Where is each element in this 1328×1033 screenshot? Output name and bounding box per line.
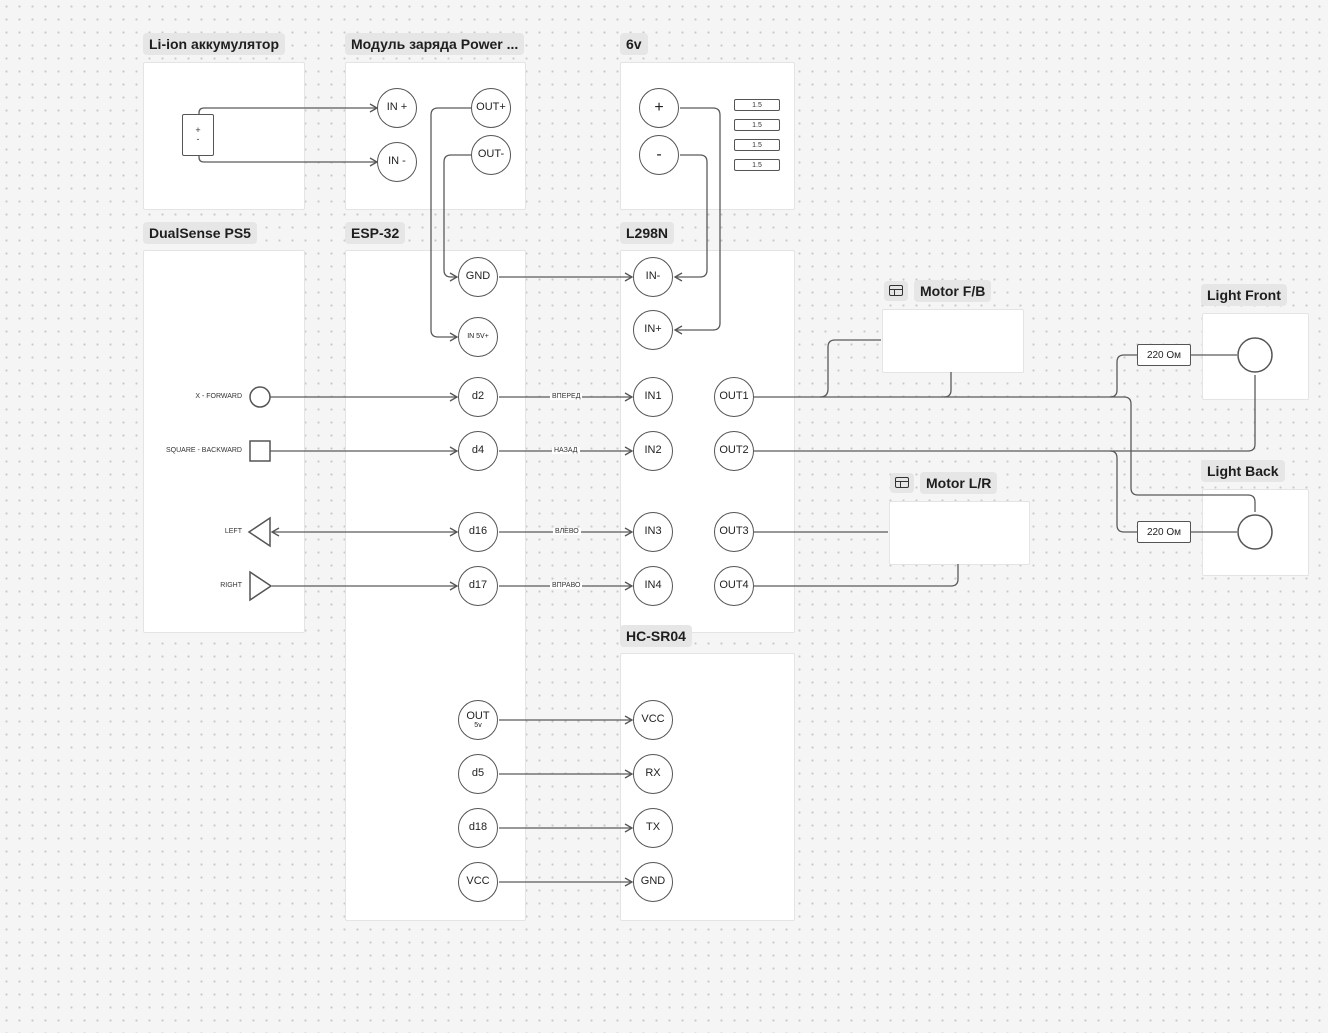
battery-label[interactable]: Li-ion аккумулятор <box>143 33 285 55</box>
l298n-in-minus[interactable]: IN- <box>633 257 673 297</box>
lamp-front-icon <box>1237 337 1273 373</box>
wire <box>198 103 379 115</box>
esp-d17[interactable]: d17 <box>458 566 498 606</box>
wire-label-backward: НАЗАД <box>552 447 580 454</box>
l298n-label[interactable]: L298N <box>620 222 675 244</box>
esp-d5[interactable]: d5 <box>458 754 498 794</box>
hcsr04-rx[interactable]: RX <box>633 754 673 794</box>
wire <box>754 375 1256 452</box>
esp-out-label: OUT <box>466 709 490 722</box>
charger-out-plus[interactable]: OUT+ <box>471 88 511 128</box>
motor-fb-label[interactable]: Motor F/B <box>914 280 992 302</box>
pack-cell[interactable]: 1.5 <box>734 99 780 111</box>
wire <box>430 107 471 342</box>
esp-out5v[interactable]: OUT 5v <box>458 700 498 740</box>
wire-label-right: ВПРАВО <box>550 582 583 589</box>
dualsense-label[interactable]: DualSense PS5 <box>143 222 257 244</box>
esp-d4[interactable]: d4 <box>458 431 498 471</box>
dualsense-frame <box>143 250 305 633</box>
esp-gnd[interactable]: GND <box>458 257 498 297</box>
lamp-back-icon <box>1237 514 1273 550</box>
esp-label[interactable]: ESP-32 <box>345 222 406 244</box>
pack-cell[interactable]: 1.5 <box>734 139 780 151</box>
light-back-label[interactable]: Light Back <box>1201 460 1285 482</box>
esp-in5v[interactable]: IN 5V+ <box>458 317 498 357</box>
l298n-out1[interactable]: OUT1 <box>714 377 754 417</box>
l298n-out3[interactable]: OUT3 <box>714 512 754 552</box>
battery-cell[interactable]: + - <box>182 114 214 156</box>
l298n-in3[interactable]: IN3 <box>633 512 673 552</box>
wire <box>1109 354 1137 398</box>
battery-minus: - <box>196 134 200 144</box>
wire-label-forward: ВПЕРЕД <box>550 393 583 400</box>
charger-out-minus[interactable]: OUT- <box>471 135 511 175</box>
pack-label[interactable]: 6v <box>620 33 648 55</box>
wire <box>819 339 881 398</box>
motor-fb-frame <box>882 309 1024 373</box>
wire <box>754 564 959 587</box>
battery-plus: + <box>195 125 201 135</box>
pack-cell[interactable]: 1.5 <box>734 119 780 131</box>
motor-lr-label[interactable]: Motor L/R <box>920 472 998 494</box>
l298n-out4[interactable]: OUT4 <box>714 566 754 606</box>
wire <box>673 107 721 335</box>
motor-lr-frame <box>889 501 1030 565</box>
esp-vcc[interactable]: VCC <box>458 862 498 902</box>
wire-label-left: ВЛЕВО <box>553 528 581 535</box>
hcsr04-tx[interactable]: TX <box>633 808 673 848</box>
esp-d16[interactable]: d16 <box>458 512 498 552</box>
light-front-label[interactable]: Light Front <box>1201 284 1287 306</box>
hcsr04-gnd[interactable]: GND <box>633 862 673 902</box>
charger-in-plus[interactable]: IN + <box>377 88 417 128</box>
esp-d18[interactable]: d18 <box>458 808 498 848</box>
pack-plus[interactable]: + <box>639 88 679 128</box>
square-button-icon <box>249 440 271 462</box>
charger-in-minus[interactable]: IN - <box>377 142 417 182</box>
charger-label[interactable]: Модуль заряда Power ... <box>345 33 524 55</box>
button-label-backward: SQUARE - BACKWARD <box>166 447 242 454</box>
battery-frame <box>143 62 305 210</box>
esp-out-sub: 5v <box>474 722 482 730</box>
esp-d2[interactable]: d2 <box>458 377 498 417</box>
wire <box>443 154 471 282</box>
l298n-in1[interactable]: IN1 <box>633 377 673 417</box>
button-label-right: RIGHT <box>220 582 242 589</box>
wire <box>673 154 708 282</box>
resistor-back[interactable]: 220 Ом <box>1137 521 1191 543</box>
wire <box>943 372 952 398</box>
l298n-out2[interactable]: OUT2 <box>714 431 754 471</box>
right-arrow-icon <box>249 570 273 602</box>
pack-minus[interactable]: - <box>639 135 679 175</box>
button-label-forward: X - FORWARD <box>195 393 242 400</box>
circle-button-icon <box>249 386 271 408</box>
component-icon <box>890 473 914 493</box>
component-icon <box>884 281 908 301</box>
pack-cell[interactable]: 1.5 <box>734 159 780 171</box>
l298n-in4[interactable]: IN4 <box>633 566 673 606</box>
button-label-left: LEFT <box>224 528 242 535</box>
l298n-in2[interactable]: IN2 <box>633 431 673 471</box>
hcsr04-vcc[interactable]: VCC <box>633 700 673 740</box>
hcsr04-label[interactable]: HC-SR04 <box>620 625 692 647</box>
wire <box>1109 450 1137 533</box>
resistor-front[interactable]: 220 Ом <box>1137 344 1191 366</box>
wire <box>198 155 379 167</box>
left-arrow-icon <box>247 516 271 548</box>
l298n-in-plus[interactable]: IN+ <box>633 310 673 350</box>
wire <box>754 396 1256 512</box>
